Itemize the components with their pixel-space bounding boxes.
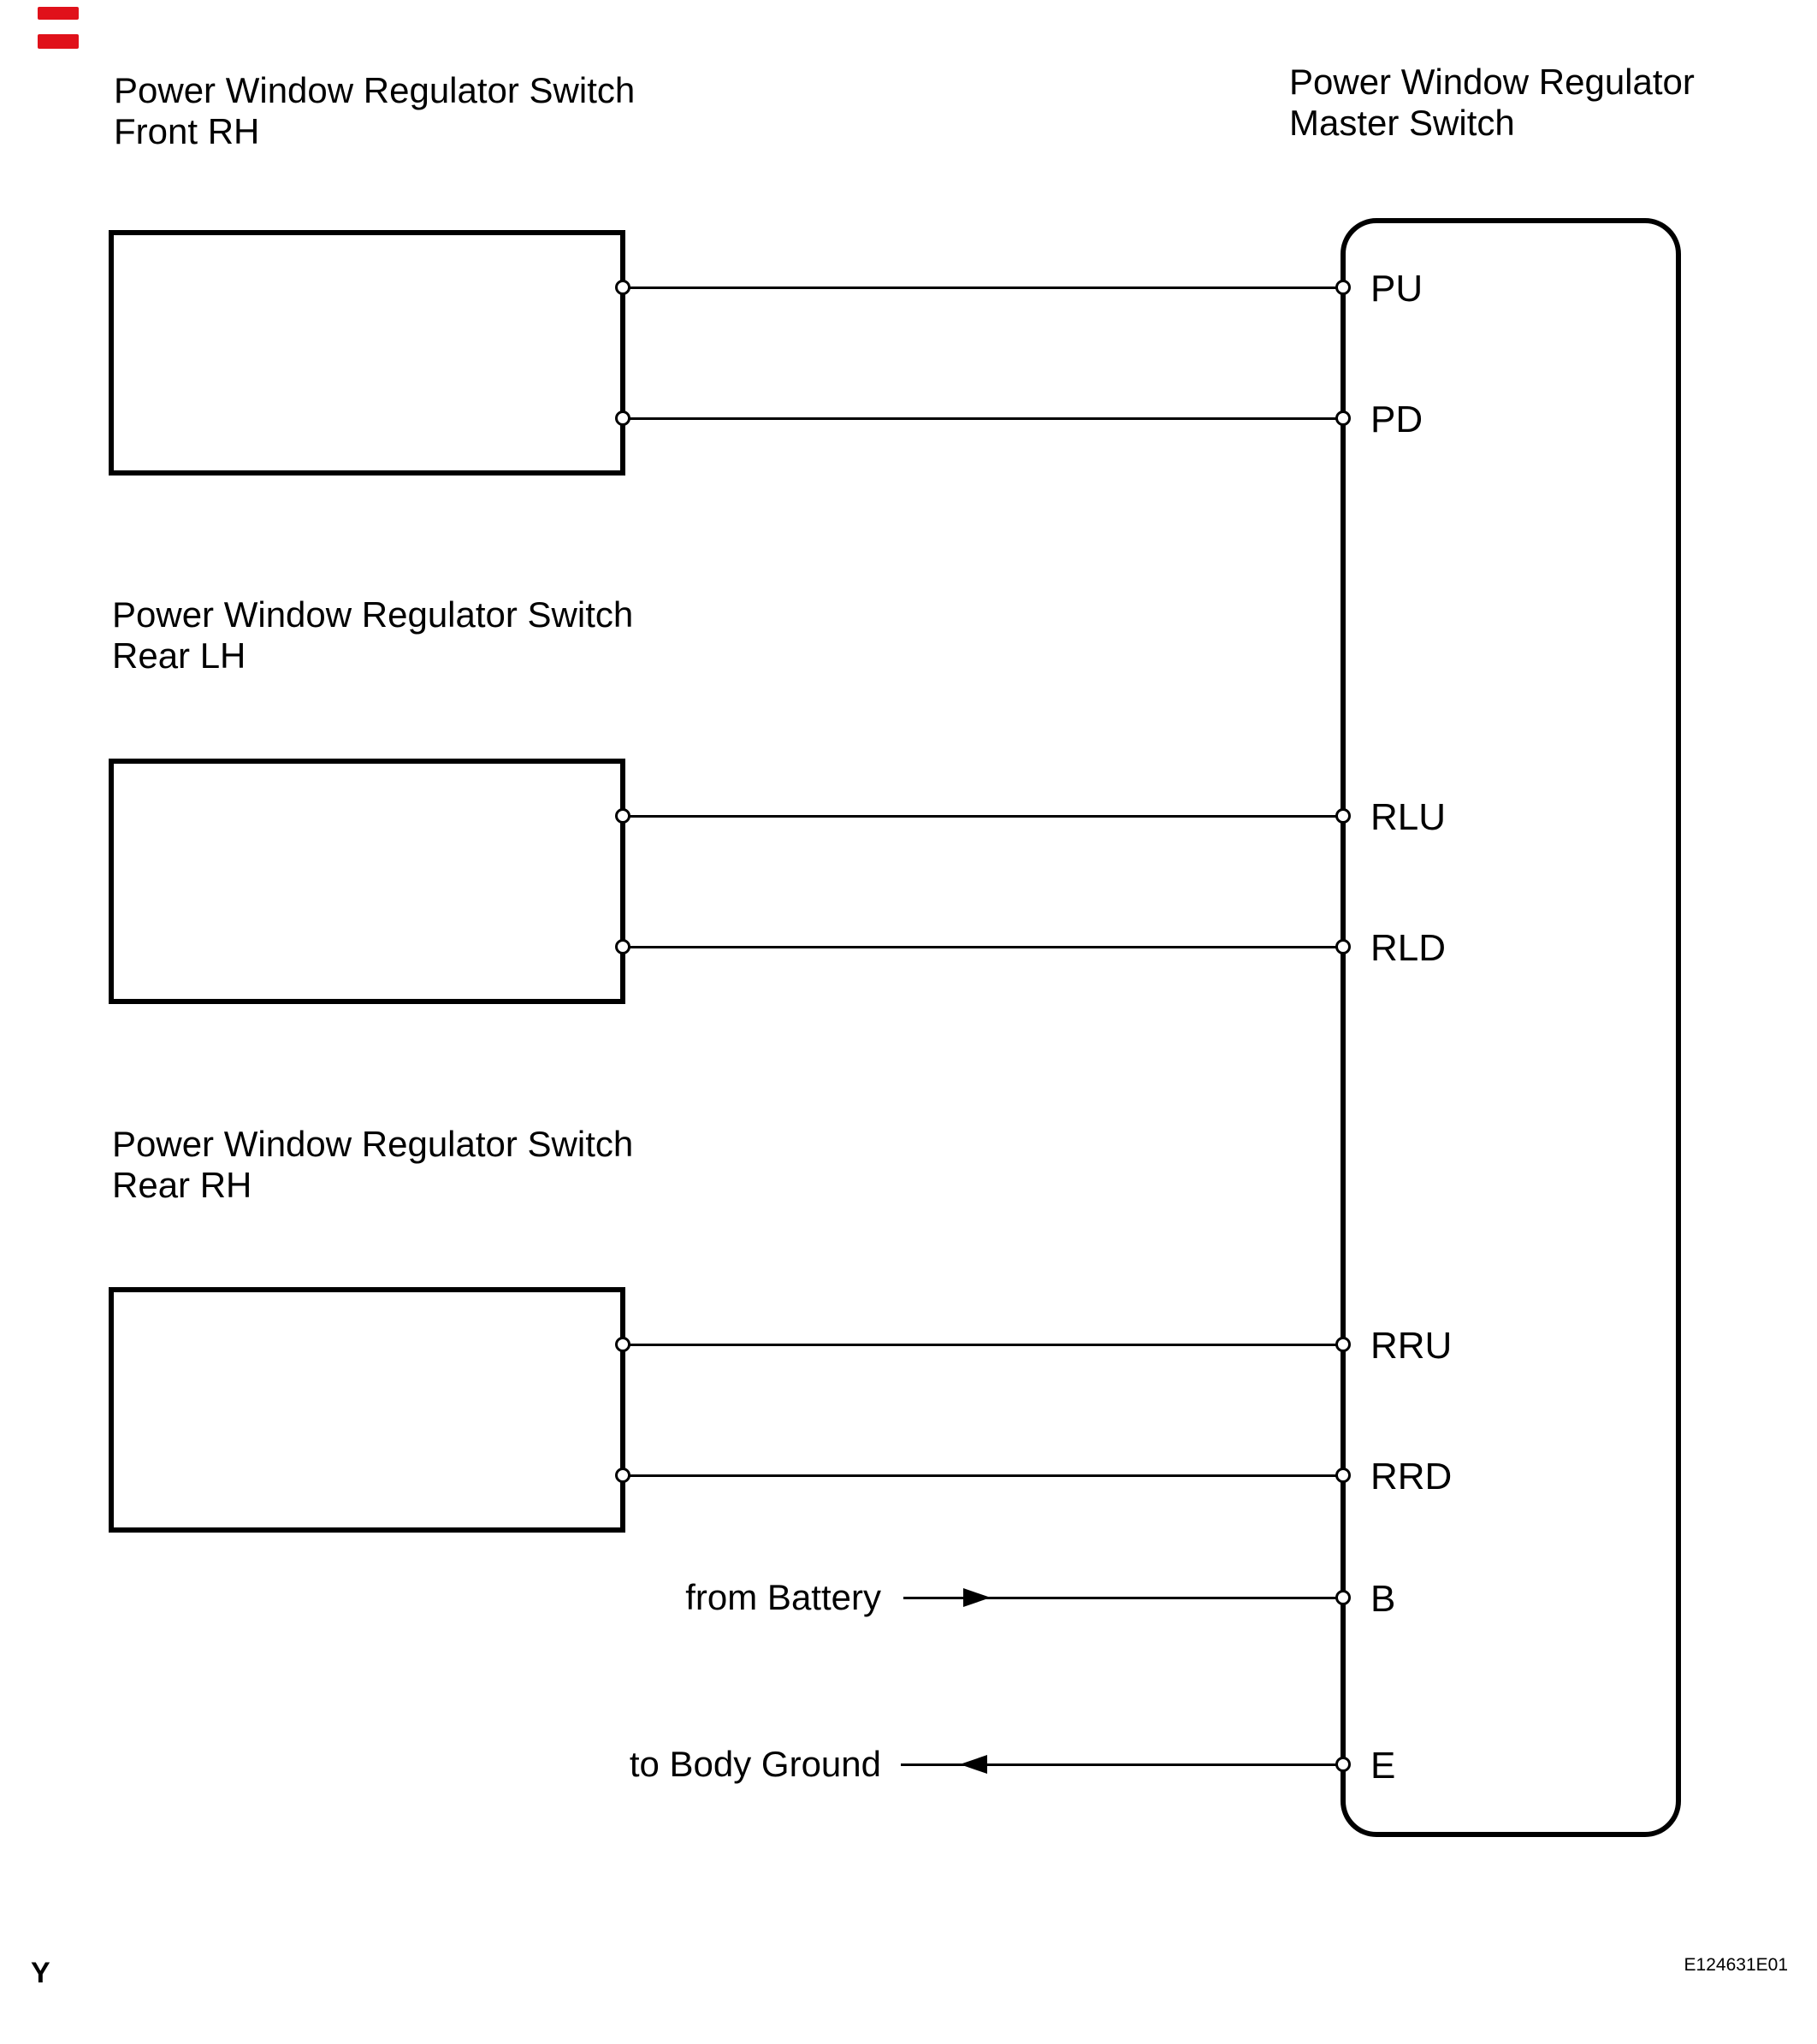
terminal-node	[615, 808, 630, 824]
battery-arrow-icon	[963, 1588, 991, 1607]
wire-rrd	[623, 1474, 1343, 1477]
front-rh-switch-label-line2: Front RH	[114, 111, 260, 151]
master-switch-label-line1: Power Window Regulator	[1289, 62, 1695, 102]
master-switch-label-line2: Master Switch	[1289, 103, 1515, 143]
footer-figure-code: E124631E01	[1684, 1955, 1788, 1975]
front-rh-switch-box	[109, 230, 625, 476]
ground-arrow-icon	[960, 1755, 987, 1774]
pin-label-rlu: RLU	[1370, 796, 1447, 838]
rear-rh-switch-label: Power Window Regulator Switch Rear RH	[112, 1124, 633, 1206]
terminal-node	[615, 939, 630, 954]
terminal-node-rlu	[1335, 808, 1351, 824]
terminal-node-rld	[1335, 939, 1351, 954]
rear-lh-switch-label-line2: Rear LH	[112, 635, 246, 676]
ground-note: to Body Ground	[629, 1744, 881, 1784]
scan-artifact-mark	[38, 34, 79, 49]
rear-lh-switch-label-line1: Power Window Regulator Switch	[112, 594, 634, 635]
pin-label-rrd: RRD	[1370, 1456, 1453, 1498]
wire-ground	[901, 1763, 1343, 1766]
rear-rh-switch-label-line1: Power Window Regulator Switch	[112, 1124, 634, 1164]
terminal-node-pd	[1335, 411, 1351, 426]
footer-section-code: Y	[31, 1957, 50, 1989]
terminal-node	[615, 280, 630, 295]
pin-label-e: E	[1370, 1745, 1396, 1787]
terminal-node	[615, 1468, 630, 1483]
terminal-node-rrd	[1335, 1468, 1351, 1483]
terminal-node-b	[1335, 1590, 1351, 1605]
front-rh-switch-label: Power Window Regulator Switch Front RH	[114, 70, 635, 152]
terminal-node	[615, 1337, 630, 1352]
master-switch-label: Power Window Regulator Master Switch	[1289, 62, 1695, 144]
pin-label-b: B	[1370, 1578, 1396, 1620]
terminal-node-pu	[1335, 280, 1351, 295]
pin-label-pd: PD	[1370, 399, 1423, 440]
terminal-node-e	[1335, 1757, 1351, 1772]
pin-label-rld: RLD	[1370, 927, 1447, 969]
pin-label-rru: RRU	[1370, 1325, 1453, 1367]
rear-rh-switch-box	[109, 1287, 625, 1533]
master-switch-box	[1341, 218, 1681, 1837]
wire-rld	[623, 946, 1343, 948]
pin-label-pu: PU	[1370, 268, 1423, 310]
terminal-node-rru	[1335, 1337, 1351, 1352]
front-rh-switch-label-line1: Power Window Regulator Switch	[114, 70, 636, 110]
wire-battery	[903, 1597, 1343, 1599]
wire-rru	[623, 1344, 1343, 1346]
wire-pd	[623, 417, 1343, 420]
wire-rlu	[623, 815, 1343, 818]
rear-rh-switch-label-line2: Rear RH	[112, 1165, 252, 1205]
wire-pu	[623, 287, 1343, 289]
scan-artifact-mark	[38, 7, 79, 20]
terminal-node	[615, 411, 630, 426]
rear-lh-switch-label: Power Window Regulator Switch Rear LH	[112, 594, 633, 676]
battery-note: from Battery	[685, 1577, 881, 1617]
rear-lh-switch-box	[109, 759, 625, 1004]
